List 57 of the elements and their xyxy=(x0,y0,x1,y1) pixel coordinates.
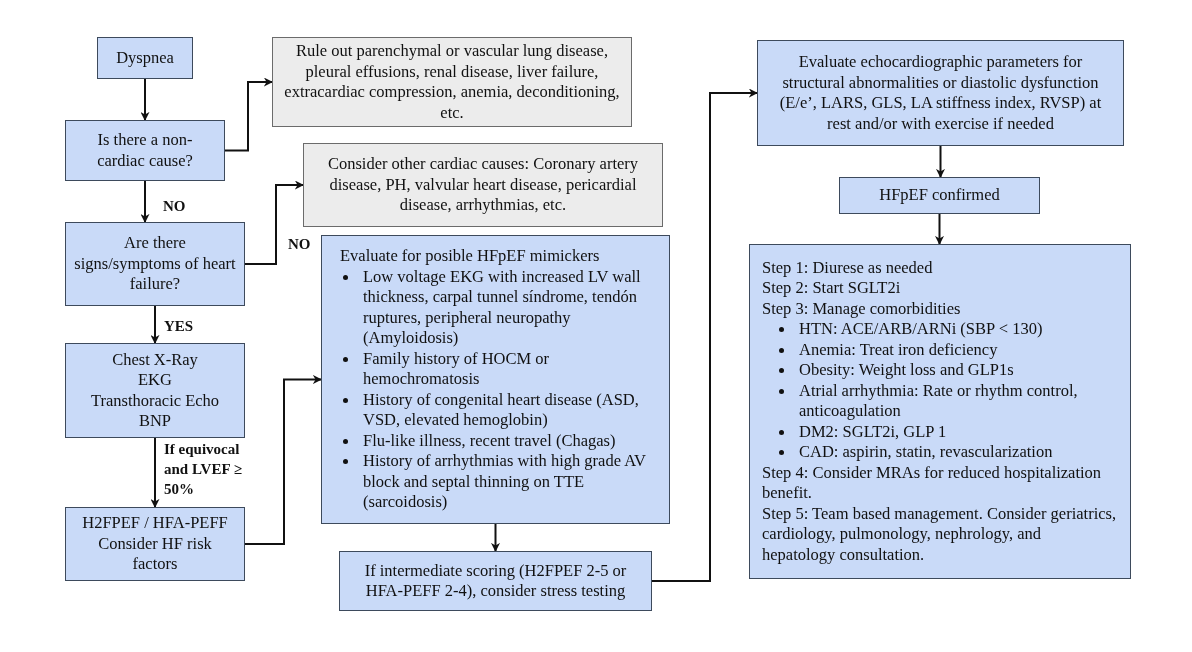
node-text: Rule out parenchymal or vascular lung disease, pleural effusions, renal disease, liver failure, extracardiac compression, anemia, deconditioning, etc. xyxy=(283,41,621,123)
node-text: Chest X-Ray xyxy=(111,349,199,370)
node-text: HFpEF confirmed xyxy=(878,185,1001,206)
arrow xyxy=(140,180,150,223)
process-box xyxy=(65,222,245,306)
bullet-item: Family history of HOCM or hemochromatosis xyxy=(363,348,551,390)
node-text: Consider other cardiac causes: Coronary artery disease, PH, valvular heart disease, pericardial disease, arrhythmias, etc. xyxy=(326,154,640,216)
bullet-item: HTN: ACE/ARB/ARNi (SBP < 130) xyxy=(799,319,1043,340)
note-box xyxy=(303,143,663,227)
node-text: EKG xyxy=(137,370,173,391)
node-text: BNP xyxy=(137,411,173,432)
node-text: H2FPEF / HFA-PEFF xyxy=(81,513,229,534)
process-box xyxy=(757,40,1124,146)
process-box xyxy=(65,343,245,438)
node-text: Step 4: Consider MRAs for reduced hospitalization benefit. xyxy=(762,462,1103,504)
process-box xyxy=(339,551,652,611)
arrow xyxy=(224,77,273,152)
process-box xyxy=(321,235,670,524)
arrow xyxy=(150,305,160,344)
arrow xyxy=(140,78,150,121)
node-text: Evaluate echocardiographic parameters for structural abnormalities or diastolic dysfunction (E/e’, LARS, GLS, LA stiffness index, RVSP) at rest and/or with exercise if needed xyxy=(778,52,1103,134)
arrow xyxy=(150,437,160,508)
arrow xyxy=(936,145,945,178)
node-text: Step 1: Diurese as needed xyxy=(762,257,934,279)
bullet-item: History of arrhythmias with high grade AV block and septal thinning on TTE (sarcoidosis) xyxy=(363,451,647,513)
node-text: Are there signs/symptoms of heart failure? xyxy=(74,233,236,295)
bullet-item: Obesity: Weight loss and GLP1s xyxy=(799,360,1014,381)
node-text: Consider HF risk factors xyxy=(97,533,213,575)
node-text: Is there a non-cardiac cause? xyxy=(96,130,194,171)
node-text: Evaluate for posible HFpEF mimickers xyxy=(340,246,601,267)
bullet-item: Low voltage EKG with increased LV wall thickness, carpal tunnel síndrome, tendón ruptures, peripheral neuropathy (Amyloidosis) xyxy=(363,266,642,349)
node-text: Step 5: Team based management. Consider geriatrics, cardiology, pulmonology, nephrology, and hepatology consultation. xyxy=(762,503,1118,566)
arrow xyxy=(244,180,304,265)
edge-label: NO xyxy=(163,197,187,216)
process-box xyxy=(749,244,1131,579)
bullet-item: CAD: aspirin, statin, revascularization xyxy=(799,442,1053,463)
node-text: Dyspnea xyxy=(115,47,175,69)
process-box xyxy=(65,120,225,181)
bullet-item: DM2: SGLT2i, GLP 1 xyxy=(799,421,947,443)
arrow xyxy=(651,88,758,582)
process-box xyxy=(839,177,1040,214)
node-text: If intermediate scoring (H2FPEF 2-5 or HFA-PEFF 2-4), consider stress testing xyxy=(363,560,628,602)
edge-label: If equivocal and LVEF ≥ 50% xyxy=(164,440,243,499)
node-text: Transthoracic Echo xyxy=(89,390,221,411)
arrow xyxy=(491,523,500,552)
process-box xyxy=(97,37,193,79)
bullet-item: History of congenital heart disease (ASD, VSD, elevated hemoglobin) xyxy=(363,389,640,431)
bullet-item: Anemia: Treat iron deficiency xyxy=(799,339,998,361)
bullet-item: Flu-like illness, recent travel (Chagas) xyxy=(363,430,616,452)
bullet-item: Atrial arrhythmia: Rate or rhythm control, anticoagulation xyxy=(799,380,1079,422)
node-text: Step 2: Start SGLT2i xyxy=(762,278,902,299)
node-text: Step 3: Manage comorbidities xyxy=(762,298,962,320)
edge-label: NO xyxy=(288,235,312,254)
arrow xyxy=(244,375,322,545)
edge-label: YES xyxy=(164,317,195,336)
process-box xyxy=(65,507,245,581)
arrow xyxy=(935,213,944,245)
